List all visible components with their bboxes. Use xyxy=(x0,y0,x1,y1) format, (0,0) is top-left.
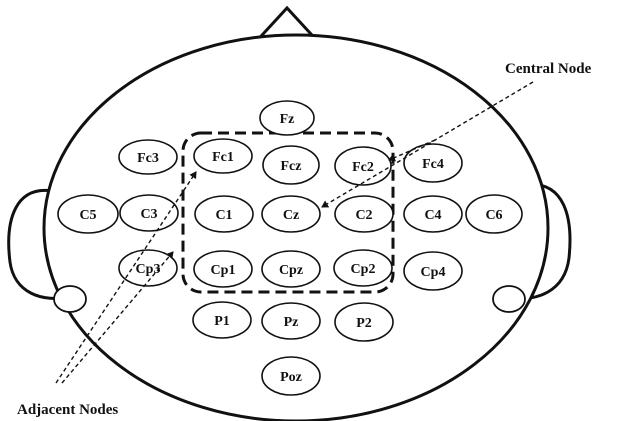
electrode-cp2-label: Cp2 xyxy=(351,262,376,277)
adjacent-nodes-arrow-cp3 xyxy=(61,251,174,384)
electrode-cp3: Cp3 xyxy=(118,249,178,287)
electrode-p1: P1 xyxy=(192,301,252,339)
central-node-arrow-fc2 xyxy=(388,139,436,162)
electrode-cz-label: Cz xyxy=(283,208,299,223)
electrode-cz: Cz xyxy=(261,195,321,233)
electrode-c3-label: C3 xyxy=(140,207,157,222)
electrode-c6-label: C6 xyxy=(485,208,502,223)
electrode-pz: Pz xyxy=(261,302,321,340)
electrode-c3: C3 xyxy=(119,194,179,232)
electrode-c4: C4 xyxy=(403,195,463,233)
electrode-pz-label: Pz xyxy=(284,315,299,330)
electrode-fc2: Fc2 xyxy=(334,146,392,186)
electrode-c6: C6 xyxy=(465,194,523,234)
electrode-p2-label: P2 xyxy=(356,316,372,331)
electrode-c5-label: C5 xyxy=(79,208,96,223)
electrode-c4-label: C4 xyxy=(424,208,441,223)
electrode-poz-label: Poz xyxy=(280,370,302,385)
electrode-cpz: Cpz xyxy=(261,250,321,288)
adjacent-nodes-label: Adjacent Nodes xyxy=(17,402,118,418)
electrode-p1-label: P1 xyxy=(214,314,230,329)
central-node-arrow xyxy=(321,81,534,208)
electrode-cp1: Cp1 xyxy=(193,250,253,288)
electrode-cp3-label: Cp3 xyxy=(136,262,161,277)
left-ear-lobe xyxy=(53,285,87,313)
electrode-fcz-label: Fcz xyxy=(281,159,302,174)
electrode-cpz-label: Cpz xyxy=(279,263,303,278)
electrode-c2: C2 xyxy=(334,195,394,233)
electrode-fc3-label: Fc3 xyxy=(137,151,159,166)
electrode-fc1-label: Fc1 xyxy=(212,150,234,165)
electrode-cp1-label: Cp1 xyxy=(211,263,236,278)
electrode-fcz: Fcz xyxy=(262,145,320,185)
electrode-p2: P2 xyxy=(334,302,394,342)
electrode-fc1: Fc1 xyxy=(193,138,253,174)
adjacent-nodes-arrow-c1 xyxy=(55,171,197,384)
electrode-c1: C1 xyxy=(194,195,254,233)
electrode-fc4-label: Fc4 xyxy=(422,157,444,172)
electrode-cp4-label: Cp4 xyxy=(421,265,446,280)
electrode-fz-label: Fz xyxy=(280,112,295,127)
electrode-cp4: Cp4 xyxy=(403,251,463,291)
right-ear-lobe xyxy=(492,285,526,313)
electrode-c2-label: C2 xyxy=(355,208,372,223)
electrode-cp2: Cp2 xyxy=(333,249,393,287)
electrode-poz: Poz xyxy=(261,356,321,396)
electrode-fz: Fz xyxy=(259,100,315,136)
electrode-c5: C5 xyxy=(57,194,119,234)
electrode-fc2-label: Fc2 xyxy=(352,160,374,175)
central-node-label: Central Node xyxy=(505,61,592,77)
electrode-c1-label: C1 xyxy=(215,208,232,223)
electrode-fc3: Fc3 xyxy=(118,139,178,175)
electrode-fc4: Fc4 xyxy=(403,143,463,183)
